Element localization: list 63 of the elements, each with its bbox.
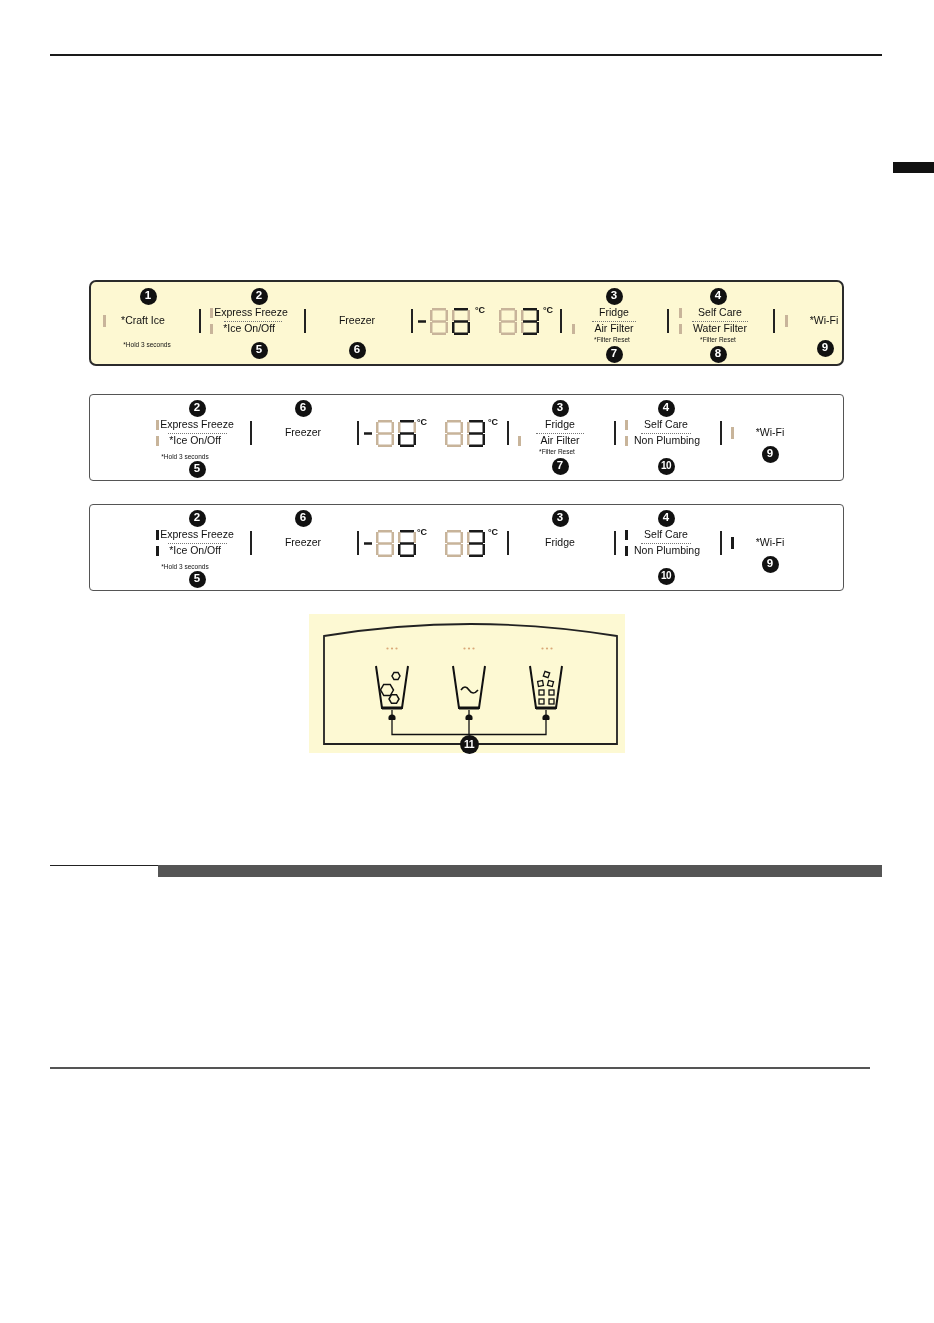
callout-number: 3 (551, 399, 569, 417)
function-label: Self Care (644, 529, 688, 541)
callout-number: 4 (657, 509, 675, 527)
callout-number: 6 (294, 509, 312, 527)
function-label: Freezer (284, 427, 322, 439)
control-panel (89, 504, 844, 591)
function-label: *Ice On/Off (223, 323, 275, 335)
function-label: Self Care (644, 419, 688, 431)
function-label: Non Plumbing (634, 435, 700, 447)
function-label: *Wi-Fi (755, 427, 785, 439)
control-panel (89, 394, 844, 481)
callout-number: 5 (188, 460, 206, 478)
callout-number: 7 (551, 457, 569, 475)
cup-with-ice-chunks-icon (374, 664, 410, 710)
function-label: *Wi-Fi (809, 315, 839, 327)
function-label: *Ice On/Off (169, 435, 221, 447)
function-label: Fridge (545, 419, 575, 431)
function-label: Air Filter (594, 323, 634, 335)
callout-number: 9 (761, 445, 779, 463)
cup-with-ice-cubes-icon (528, 664, 564, 710)
function-label: *Craft Ice (121, 315, 165, 327)
unit-label: °C (542, 306, 554, 316)
callout-number: 4 (709, 287, 727, 305)
function-label: Air Filter (540, 435, 580, 447)
unit-label: °C (487, 418, 499, 428)
callout-number: 10 (657, 567, 675, 585)
leader-line (468, 709, 550, 736)
function-label: Freezer (284, 537, 322, 549)
callout-number: 2 (188, 509, 206, 527)
function-label: Express Freeze (160, 419, 234, 431)
callout-number: 9 (816, 339, 834, 357)
callout-number: 6 (348, 341, 366, 359)
leader-line (465, 709, 473, 736)
function-label: Express Freeze (214, 307, 288, 319)
callout-number: 10 (657, 457, 675, 475)
function-label: Express Freeze (160, 529, 234, 541)
function-label: Fridge (545, 537, 575, 549)
leader-line (388, 709, 470, 736)
callout-number: 2 (250, 287, 268, 305)
function-label: Water Filter (693, 323, 747, 335)
unit-label: °C (487, 528, 499, 538)
function-label: Fridge (599, 307, 629, 319)
callout-number: 1 (139, 287, 157, 305)
callout-number: 7 (605, 345, 623, 363)
callout-number: 6 (294, 399, 312, 417)
callout-number: 4 (657, 399, 675, 417)
unit-label: °C (416, 418, 428, 428)
callout-number: 2 (188, 399, 206, 417)
control-panel (89, 280, 844, 366)
cup-with-water-icon (451, 664, 487, 710)
callout-number: 3 (551, 509, 569, 527)
callout-number: 9 (761, 555, 779, 573)
function-label: Non Plumbing (634, 545, 700, 557)
callout-number: 8 (709, 345, 727, 363)
callout-number: 5 (188, 570, 206, 588)
function-label: *Wi-Fi (755, 537, 785, 549)
function-label: *Ice On/Off (169, 545, 221, 557)
function-label: Self Care (698, 307, 742, 319)
callout-number: 3 (605, 287, 623, 305)
callout-number: 5 (250, 341, 268, 359)
unit-label: °C (474, 306, 486, 316)
function-label: Freezer (338, 315, 376, 327)
unit-label: °C (416, 528, 428, 538)
